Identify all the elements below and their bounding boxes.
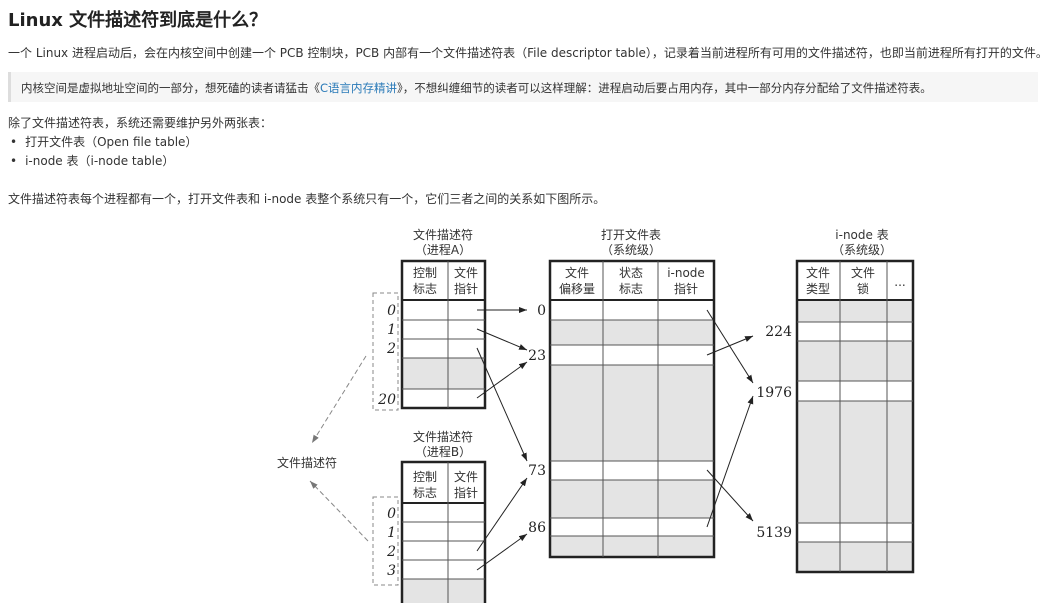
intro-paragraph: 一个 Linux 进程启动后，会在内核空间中创建一个 PCB 控制块，PCB 内…	[8, 46, 1045, 60]
svg-text:1: 1	[387, 525, 396, 541]
blockquote: 内核空间是虚拟地址空间的一部分，想死磕的读者请猛击《C语言内存精讲》，不想纠缠细…	[8, 72, 1038, 102]
svg-text:文件: 文件	[806, 265, 830, 280]
svg-text:0: 0	[387, 303, 396, 319]
table-subtitle: （进程B）	[415, 444, 471, 459]
tables-intro: 除了文件描述符表，系统还需要维护另外两张表：	[8, 116, 273, 130]
svg-text:2: 2	[386, 544, 396, 560]
table-title: i-node 表	[835, 228, 888, 242]
quote-text-before: 内核空间是虚拟地址空间的一部分，想死磕的读者请猛击《	[21, 81, 320, 95]
svg-text:73: 73	[528, 463, 546, 479]
svg-text:1: 1	[387, 322, 396, 338]
svg-text:0: 0	[537, 303, 546, 319]
svg-text:标志: 标志	[413, 486, 437, 500]
fd-label: 文件描述符	[277, 455, 337, 470]
svg-text:3: 3	[387, 563, 396, 579]
pointer-arrows	[476, 307, 754, 571]
list-item: i-node 表（i-node table）	[10, 152, 197, 171]
svg-text:1976: 1976	[756, 385, 792, 401]
svg-text:锁: 锁	[857, 281, 869, 296]
svg-text:指针: 指针	[454, 485, 478, 500]
svg-text:指针: 指针	[674, 281, 698, 296]
svg-text:控制: 控制	[413, 266, 437, 280]
table-title: 文件描述符	[413, 227, 473, 242]
list-item: 打开文件表（Open file table）	[10, 133, 197, 152]
svg-text:86: 86	[528, 520, 546, 536]
svg-text:i-node: i-node	[667, 266, 705, 280]
svg-text:0: 0	[387, 506, 396, 522]
table-subtitle: （系统级）	[601, 243, 661, 257]
svg-text:20: 20	[377, 392, 396, 408]
svg-text:...: ...	[894, 275, 905, 289]
table-title: 文件描述符	[413, 429, 473, 444]
svg-text:控制: 控制	[413, 470, 437, 484]
svg-text:标志: 标志	[619, 282, 643, 296]
svg-text:标志: 标志	[413, 282, 437, 296]
page-title: Linux 文件描述符到底是什么？	[8, 10, 268, 31]
svg-text:文件: 文件	[454, 265, 478, 280]
table-title: 打开文件表	[601, 227, 661, 242]
c-memory-link[interactable]: C语言内存精讲	[320, 81, 398, 95]
table-subtitle: （系统级）	[832, 243, 892, 257]
svg-text:偏移量: 偏移量	[559, 281, 595, 296]
svg-text:状态: 状态	[619, 266, 643, 280]
svg-text:文件: 文件	[454, 469, 478, 484]
svg-text:224: 224	[765, 324, 792, 340]
svg-text:2: 2	[386, 341, 396, 357]
svg-text:23: 23	[528, 348, 546, 364]
svg-text:类型: 类型	[806, 282, 830, 296]
svg-text:文件: 文件	[851, 265, 875, 280]
quote-text-after: 》，不想纠缠细节的读者可以这样理解：进程启动后要占用内存，其中一部分内存分配给了…	[397, 81, 932, 95]
svg-text:指针: 指针	[454, 281, 478, 296]
table-subtitle: （进程A）	[415, 242, 471, 257]
relation-paragraph: 文件描述符表每个进程都有一个，打开文件表和 i-node 表整个系统只有一个，它…	[8, 192, 606, 206]
tables-list: 打开文件表（Open file table） i-node 表（i-node t…	[10, 133, 197, 171]
svg-text:5139: 5139	[756, 525, 792, 541]
svg-text:文件: 文件	[565, 265, 589, 280]
